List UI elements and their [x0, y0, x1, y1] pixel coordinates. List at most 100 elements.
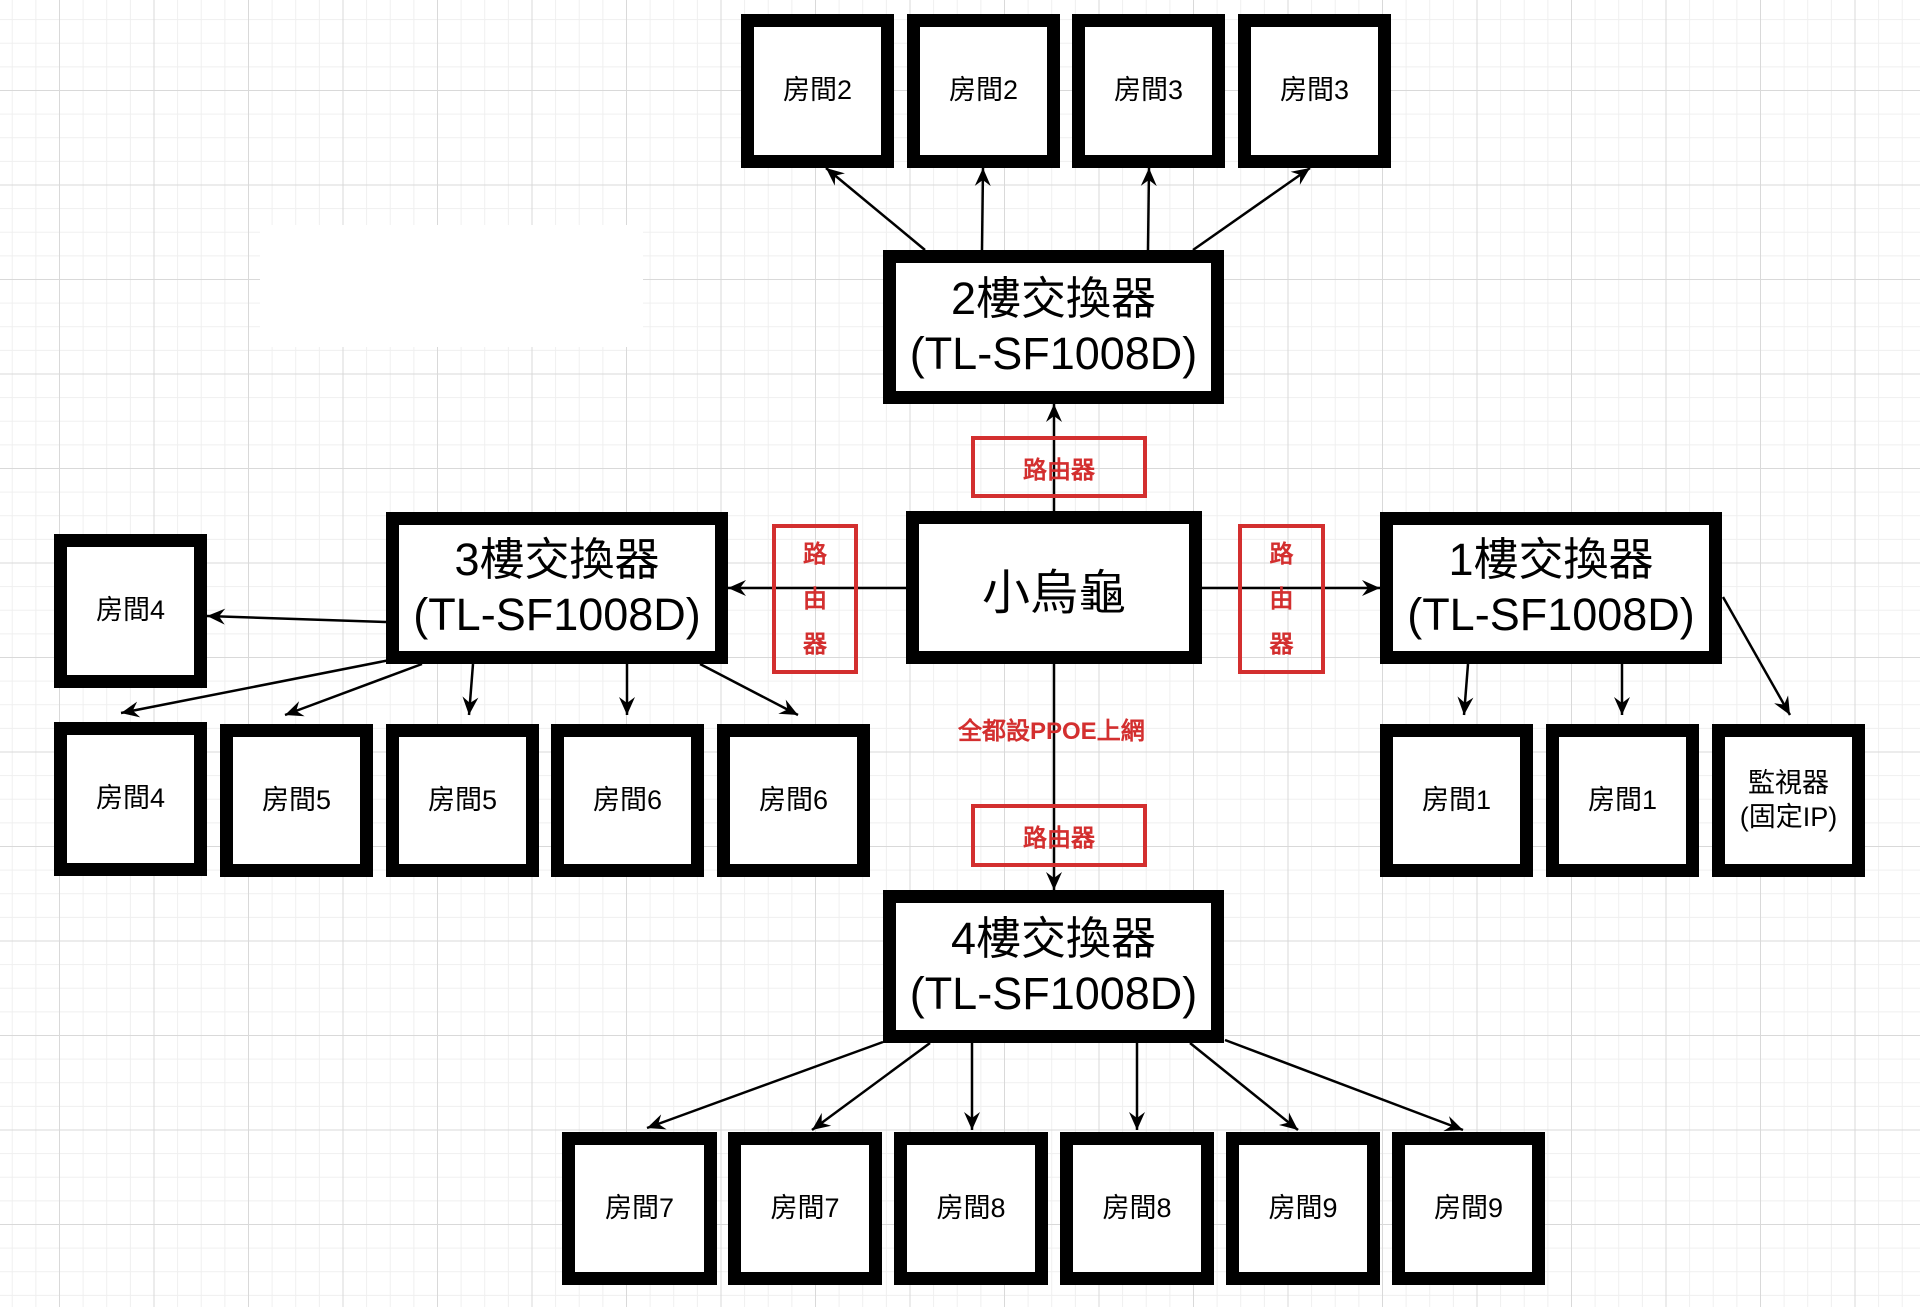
- room-node[interactable]: 房間8: [1060, 1132, 1214, 1285]
- room-label: 房間6: [758, 784, 829, 815]
- room-label: 房間5: [261, 784, 332, 815]
- arrowhead-icon: [778, 699, 798, 715]
- monitor-label: 監視器: [1748, 767, 1829, 798]
- room-node[interactable]: 房間8: [894, 1132, 1048, 1285]
- router-label-right[interactable]: 路由器: [1238, 524, 1325, 674]
- router-label-left[interactable]: 路由器: [772, 524, 858, 674]
- arrowhead-icon: [462, 696, 479, 715]
- room-label: 房間7: [770, 1192, 840, 1223]
- arrowhead-icon: [1140, 168, 1157, 187]
- room-label: 房間8: [936, 1192, 1006, 1223]
- room-node[interactable]: 房間1: [1546, 724, 1699, 877]
- arrowhead-icon: [1290, 168, 1310, 185]
- hub-node[interactable]: 小烏龜: [906, 511, 1202, 664]
- room-label: 房間6: [592, 784, 663, 815]
- room-node[interactable]: 房間4: [54, 722, 207, 876]
- edge-sw2-room: [825, 167, 926, 251]
- edge-sw1-monitor: [1721, 596, 1792, 716]
- room-label: 房間8: [1102, 1192, 1172, 1223]
- room-label: 房間1: [1421, 784, 1492, 815]
- room-label: 房間3: [1113, 75, 1184, 106]
- edge-sw2-room: [1146, 167, 1151, 251]
- pppoe-note: 全都設PPOE上網: [958, 718, 1145, 745]
- room-label: 房間1: [1587, 784, 1658, 815]
- room-label: 房間2: [782, 75, 853, 106]
- room-node[interactable]: 房間5: [386, 724, 539, 877]
- arrowhead-icon: [812, 1112, 832, 1130]
- switch-model: (TL-SF1008D): [1407, 589, 1695, 640]
- room-node[interactable]: 房間4: [54, 534, 207, 688]
- room-label: 房間4: [95, 783, 166, 814]
- blank-area: [260, 225, 643, 347]
- switch-model: (TL-SF1008D): [413, 589, 701, 640]
- room-label: 房間7: [604, 1192, 675, 1223]
- room-node[interactable]: 房間2: [741, 14, 894, 168]
- arrowhead-icon: [619, 697, 635, 715]
- room-label: 房間2: [948, 75, 1019, 106]
- switch-title: 2樓交換器: [950, 273, 1156, 325]
- room-node[interactable]: 房間7: [562, 1132, 717, 1285]
- monitor-node[interactable]: 監視器(固定IP): [1712, 724, 1865, 877]
- router-text-char: 路: [1269, 540, 1294, 568]
- arrowhead-icon: [1443, 1116, 1463, 1132]
- room-node[interactable]: 房間2: [907, 14, 1060, 168]
- room-node[interactable]: 房間3: [1072, 14, 1225, 168]
- room-label: 房間3: [1279, 75, 1350, 106]
- arrowhead-icon: [1614, 697, 1630, 715]
- switch-3f[interactable]: 3樓交換器(TL-SF1008D): [386, 512, 728, 664]
- arrowhead-icon: [1129, 1112, 1145, 1130]
- room-label: 房間9: [1433, 1192, 1504, 1223]
- arrowhead-icon: [1046, 404, 1062, 422]
- arrowhead-icon: [207, 608, 226, 625]
- room-node[interactable]: 房間6: [717, 724, 870, 877]
- edge-sw2-room: [980, 167, 985, 251]
- room-node[interactable]: 房間9: [1226, 1132, 1380, 1285]
- router-text: 路由器: [1023, 456, 1095, 484]
- arrowhead-icon: [826, 168, 845, 186]
- room-node[interactable]: 房間6: [551, 724, 704, 877]
- edge-sw3-room: [699, 662, 799, 717]
- arrowhead-icon: [1457, 696, 1474, 715]
- switch-1f[interactable]: 1樓交換器(TL-SF1008D): [1380, 512, 1722, 664]
- monitor-ip-label: (固定IP): [1739, 801, 1838, 832]
- room-label: 房間4: [95, 595, 166, 626]
- router-text-char: 由: [803, 585, 827, 613]
- arrowhead-icon: [974, 168, 991, 187]
- router-text-char: 器: [1269, 630, 1294, 658]
- switch-model: (TL-SF1008D): [909, 328, 1198, 379]
- switch-title: 4樓交換器: [950, 912, 1156, 964]
- arrowhead-icon: [285, 701, 305, 717]
- switch-4f[interactable]: 4樓交換器(TL-SF1008D): [883, 890, 1224, 1043]
- edge-sw3-room: [206, 614, 387, 624]
- switch-title: 1樓交換器: [1448, 534, 1654, 586]
- edge-sw4-room: [646, 1040, 884, 1130]
- edge-sw4-room: [1224, 1038, 1464, 1132]
- edge-sw3-room: [284, 662, 423, 717]
- router-text: 路由器: [1023, 825, 1095, 852]
- router-text-char: 器: [803, 630, 827, 658]
- router-label-top[interactable]: 路由器: [971, 436, 1147, 498]
- arrowhead-icon: [1278, 1112, 1298, 1130]
- arrowhead-icon: [1046, 872, 1062, 890]
- room-label: 房間9: [1268, 1192, 1338, 1223]
- arrowhead-icon: [647, 1114, 667, 1130]
- room-node[interactable]: 房間7: [728, 1132, 882, 1285]
- arrowhead-icon: [728, 580, 746, 596]
- edge-sw2-room: [1192, 166, 1311, 252]
- room-node[interactable]: 房間9: [1392, 1132, 1545, 1285]
- arrowhead-icon: [1362, 580, 1380, 596]
- router-label-bottom[interactable]: 路由器: [971, 804, 1147, 867]
- arrowhead-icon: [964, 1112, 980, 1130]
- room-node[interactable]: 房間1: [1380, 724, 1533, 877]
- switch-2f[interactable]: 2樓交換器(TL-SF1008D): [883, 250, 1224, 404]
- edge-sw3-room: [120, 658, 391, 715]
- router-text-char: 由: [1269, 585, 1294, 613]
- arrowhead-icon: [1774, 695, 1790, 715]
- arrowhead-icon: [121, 701, 141, 718]
- room-node[interactable]: 房間5: [220, 724, 373, 877]
- switch-title: 3樓交換器: [454, 534, 660, 586]
- room-label: 房間5: [427, 784, 498, 815]
- hub-label: 小烏龜: [981, 566, 1126, 620]
- room-node[interactable]: 房間3: [1238, 14, 1391, 168]
